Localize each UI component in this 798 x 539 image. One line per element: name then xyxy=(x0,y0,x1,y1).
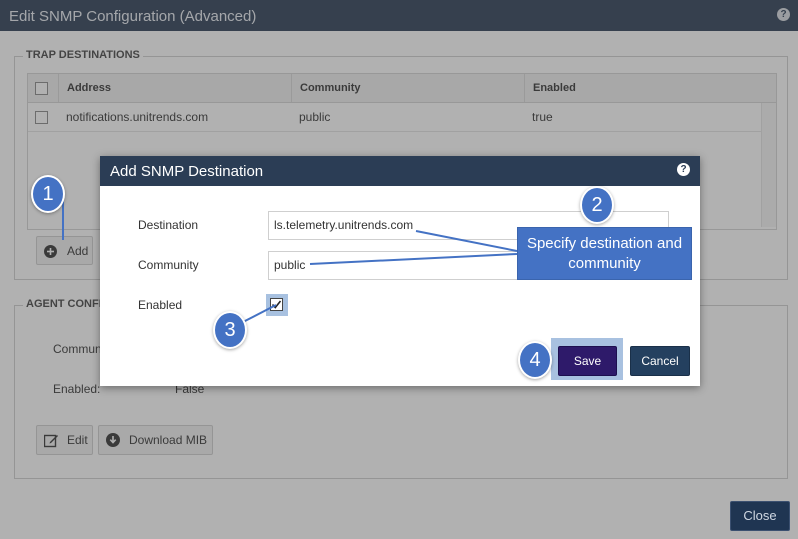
annotation-badge-3: 3 xyxy=(213,311,247,349)
checkmark-icon xyxy=(271,300,282,309)
agent-enabled-label: Enabled: xyxy=(53,382,101,396)
close-button[interactable]: Close xyxy=(730,501,790,531)
trap-destinations-legend: TRAP DESTINATIONS xyxy=(23,49,143,61)
dialog-title-bar: Add SNMP Destination ? xyxy=(100,156,700,186)
column-address[interactable]: Address xyxy=(58,74,291,102)
enabled-label: Enabled xyxy=(138,298,183,312)
grid-scrollbar[interactable] xyxy=(761,103,776,227)
enabled-checkbox-highlight xyxy=(266,294,288,316)
download-mib-button[interactable]: Download MIB xyxy=(98,425,213,455)
add-icon xyxy=(44,245,57,258)
annotation-badge-4: 4 xyxy=(518,341,552,379)
add-button[interactable]: Add xyxy=(36,236,93,265)
grid-header: Address Community Enabled xyxy=(28,74,776,103)
agent-community-label: Commun xyxy=(53,342,102,356)
row-community: public xyxy=(299,110,331,124)
table-row[interactable]: notifications.unitrends.com public true xyxy=(28,103,776,132)
cancel-button[interactable]: Cancel xyxy=(630,346,690,376)
dialog-title: Add SNMP Destination xyxy=(110,163,264,180)
row-checkbox[interactable] xyxy=(35,111,48,124)
agent-config-legend: AGENT CONFI xyxy=(23,298,105,310)
download-mib-label: Download MIB xyxy=(129,433,208,447)
annotation-badge-2: 2 xyxy=(580,186,614,224)
enabled-checkbox[interactable] xyxy=(270,298,283,311)
add-label: Add xyxy=(67,244,89,258)
annotation-callout: Specify destination and community xyxy=(517,227,692,280)
column-enabled[interactable]: Enabled xyxy=(524,74,776,102)
window-title: Edit SNMP Configuration (Advanced) xyxy=(9,8,257,25)
destination-label: Destination xyxy=(138,218,199,232)
edit-label: Edit xyxy=(67,433,88,447)
help-icon[interactable]: ? xyxy=(777,8,790,21)
download-icon xyxy=(106,433,120,447)
column-community[interactable]: Community xyxy=(291,74,524,102)
help-icon[interactable]: ? xyxy=(677,163,690,176)
annotation-badge-1: 1 xyxy=(31,175,65,213)
save-button[interactable]: Save xyxy=(558,346,617,376)
window-title-bar: Edit SNMP Configuration (Advanced) ? xyxy=(0,0,798,31)
community-label: Community xyxy=(138,258,199,272)
edit-button[interactable]: Edit xyxy=(36,425,93,455)
edit-icon xyxy=(44,434,58,448)
select-all-checkbox[interactable] xyxy=(35,82,48,95)
row-enabled: true xyxy=(532,110,553,124)
row-address: notifications.unitrends.com xyxy=(66,110,209,124)
